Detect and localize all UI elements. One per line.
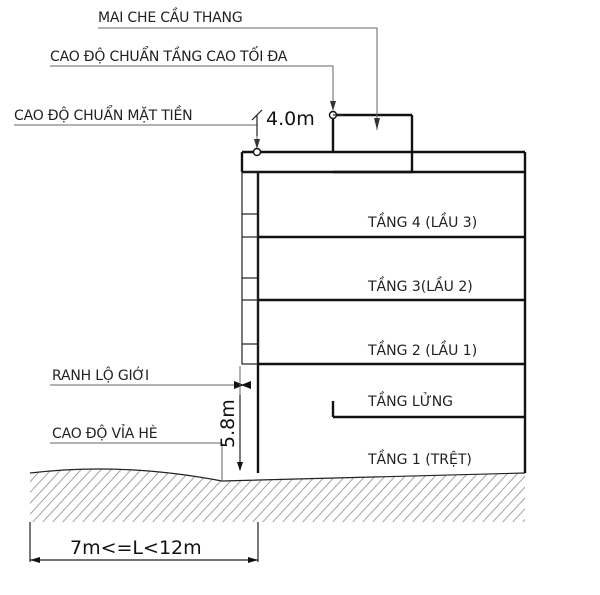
hatch-line [30,468,51,522]
ground-hatch [30,460,600,525]
hatch-line [449,468,511,522]
hatch-line [399,468,461,522]
hatch-line [389,468,451,522]
hatch-line [149,468,211,522]
hatch-line [289,468,351,522]
hatch-line [469,468,525,522]
setback-height-label: 4.0m [266,108,315,130]
level-markers [14,27,380,157]
hatch-line [590,460,600,525]
hatch-line [269,468,331,522]
hatch-line [69,468,131,522]
stair-roof-box [331,113,414,174]
hatch-line [489,468,525,522]
hatch-line [179,468,241,522]
hatch-line [530,460,590,525]
facade-level-label: CAO ĐỘ CHUẨN MẶT TIỀN [14,105,192,124]
hatch-line [239,468,301,522]
lot-width-dimension [29,522,259,563]
hatch-line [159,468,221,522]
hatch-line [299,468,361,522]
hatch-line [169,468,231,522]
max-floor-level-label: CAO ĐỘ CHUẨN TẦNG CAO TỐI ĐA [50,46,288,65]
hatch-line [259,468,321,522]
hatch-line [229,468,291,522]
sidewalk-level-label: CAO ĐỘ VỈA HÈ [52,424,157,442]
hatch-line [459,468,521,522]
hatch-line [30,468,41,522]
hatch-line [439,468,501,522]
hatch-line [59,468,121,522]
hatch-line [39,468,101,522]
floor-label-2: TẦNG 2 (LẦU 1) [367,340,477,359]
hatch-line [519,468,525,522]
floor-label-mezzanine: TẦNG LỬNG [367,391,453,410]
floor-label-1: TẦNG 1 (TRỆT) [367,449,472,468]
hatch-line [189,468,251,522]
hatch-line [560,460,600,525]
boundary-line-label: RANH LỘ GIỚI [52,366,149,384]
ground-line [29,468,526,482]
hatch-line [339,468,401,522]
hatch-line [540,460,600,525]
hatch-line [30,468,71,522]
hatch-line [550,460,600,525]
hatch-line [479,468,525,522]
hatch-line [570,460,600,525]
hatch-line [30,468,61,522]
hatch-line [49,468,111,522]
hatch-line [409,468,471,522]
hatch-line [139,468,201,522]
ground-height-label: 5.8m [217,399,239,448]
balcony-overhang [241,171,259,365]
hatch-line [30,468,91,522]
boundary-arrow-icon [234,381,244,389]
roof-cover-label: MAI CHE CẦU THANG [98,7,242,26]
facade-level-marker-icon [252,147,262,157]
hatch-line [359,468,421,522]
lot-width-label: 7m<=L<12m [70,537,202,559]
hatch-line [319,468,381,522]
hatch-line [369,468,431,522]
boundary-leaders [50,366,251,481]
hatch-line [79,468,141,522]
hatch-line [309,468,371,522]
hatch-line [419,468,481,522]
hatch-line [509,468,525,522]
hatch-line [379,468,441,522]
hatch-line [499,468,525,522]
building [240,113,527,473]
hatch-line [329,468,391,522]
hatch-line [30,468,81,522]
hatch-line [349,468,411,522]
hatch-line [219,468,281,522]
hatch-line [429,468,491,522]
hatch-line [580,460,600,525]
floor-label-3: TẦNG 3(LẦU 2) [367,276,473,295]
floor-label-4: TẦNG 4 (LẦU 3) [367,212,477,231]
hatch-line [279,468,341,522]
hatch-line [199,468,261,522]
